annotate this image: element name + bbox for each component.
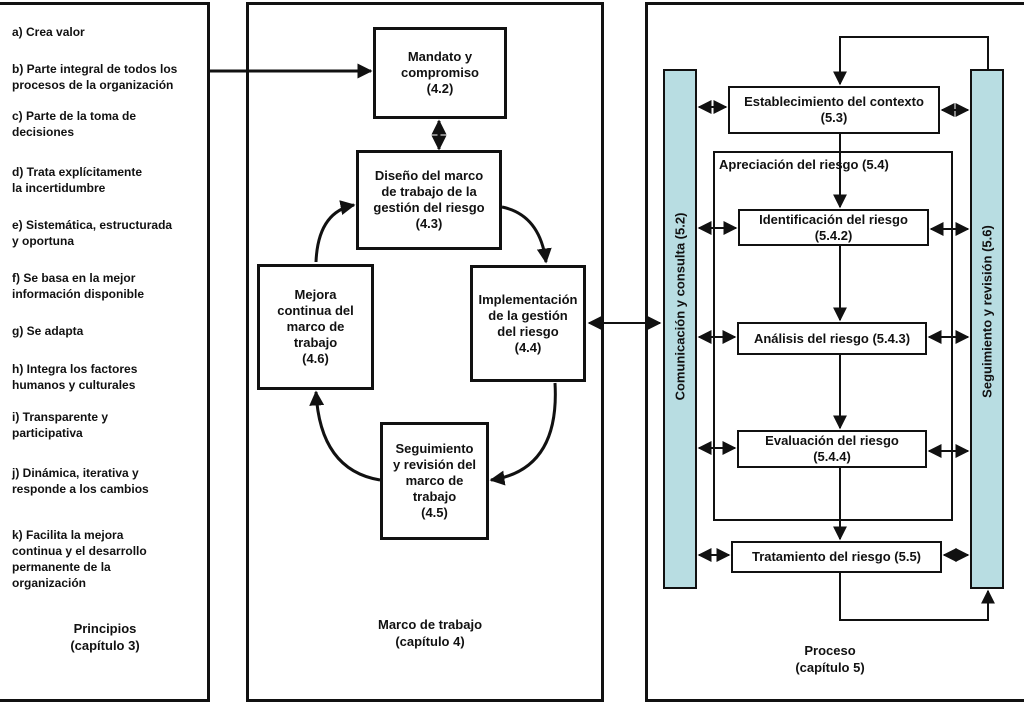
treatment-box: Tratamiento del riesgo (5.5) xyxy=(731,541,942,573)
assessment-label: Apreciación del riesgo (5.4) xyxy=(719,157,889,172)
principle-g: g) Se adapta xyxy=(12,324,84,338)
principle-k: k) Facilita la mejora continua y el desa… xyxy=(12,528,147,590)
framework-monitoring-box: Seguimiento y revisión del marco de trab… xyxy=(380,422,489,540)
principles-panel xyxy=(0,2,210,702)
principle-f: f) Se basa en la mejor información dispo… xyxy=(12,271,145,301)
process-monitoring-bar xyxy=(970,69,1004,589)
process-caption: Proceso (capítulo 5) xyxy=(795,643,865,675)
framework-caption: Marco de trabajo (capítulo 4) xyxy=(377,617,483,649)
arrow-design-to-implementation xyxy=(501,205,552,264)
communication-bar xyxy=(663,69,697,589)
improvement-box: Mejora continua del marco de trabajo (4.… xyxy=(257,264,374,390)
arrow-improvement-to-design xyxy=(314,200,356,263)
principle-b: b) Parte integral de todos los procesos … xyxy=(12,62,178,92)
principle-h: h) Integra los factores humanos y cultur… xyxy=(12,362,138,392)
principle-i: i) Transparente y participativa xyxy=(12,410,109,440)
arrow-implementation-to-monitoring xyxy=(489,382,557,486)
implementation-box: Implementación de la gestión del riesgo … xyxy=(470,265,586,382)
analysis-box: Análisis del riesgo (5.4.3) xyxy=(737,322,927,355)
identification-box: Identificación del riesgo (5.4.2) xyxy=(738,209,929,246)
evaluation-box: Evaluación del riesgo (5.4.4) xyxy=(737,430,927,468)
principle-j: j) Dinámica, iterativa y responde a los … xyxy=(12,466,149,496)
arrow-monitoring-to-improvement xyxy=(309,390,381,482)
arrow-monitoring-loop-to-context xyxy=(833,36,989,86)
principles-caption: Principios (capítulo 3) xyxy=(70,621,140,653)
principle-d: d) Trata explícitamente la incertidumbre xyxy=(12,165,143,195)
principle-e: e) Sistemática, estructurada y oportuna xyxy=(12,218,173,248)
context-box: Establecimiento del contexto (5.3) xyxy=(728,86,940,134)
design-box: Diseño del marco de trabajo de la gestió… xyxy=(356,150,502,250)
arrow-treatment-to-monitoring xyxy=(839,573,995,621)
principle-c: c) Parte de la toma de decisiones xyxy=(12,109,137,139)
mandate-box: Mandato y compromiso (4.2) xyxy=(373,27,507,119)
principle-a: a) Crea valor xyxy=(12,25,85,39)
